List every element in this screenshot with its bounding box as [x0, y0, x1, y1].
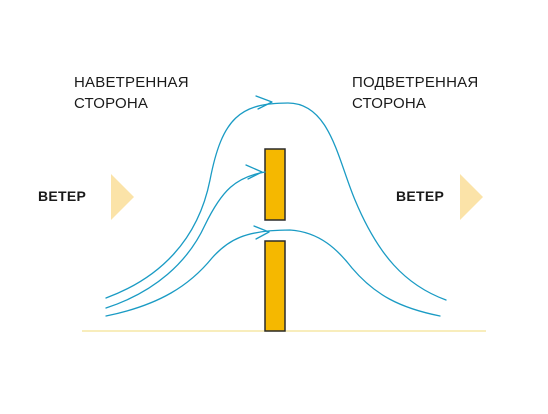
- leeward-line2: СТОРОНА: [352, 95, 427, 112]
- wind-left-arrow-icon: [111, 174, 134, 220]
- barrier-lower: [264, 240, 286, 332]
- wind-label-right: ВЕТЕР: [396, 188, 445, 204]
- flow-arrowhead-middle: [245, 164, 263, 180]
- wind-label-left: ВЕТЕР: [38, 188, 87, 204]
- leeward-line1: ПОДВЕТРЕННАЯ: [352, 74, 479, 91]
- flow-arrowhead-bottom: [253, 225, 270, 240]
- wind-right-arrow-icon: [460, 174, 483, 220]
- flow-line-bottom: [105, 229, 441, 317]
- leeward-side-label: ПОДВЕТРЕННАЯ СТОРОНА: [352, 72, 502, 114]
- windward-line1: НАВЕТРЕННАЯ: [74, 74, 189, 91]
- windward-side-label: НАВЕТРЕННАЯ СТОРОНА: [74, 72, 224, 114]
- flow-line-middle: [105, 171, 266, 309]
- barrier-upper: [264, 148, 286, 221]
- flow-arrowhead-top: [255, 95, 273, 110]
- windward-line2: СТОРОНА: [74, 95, 149, 112]
- flow-line-top: [105, 102, 447, 301]
